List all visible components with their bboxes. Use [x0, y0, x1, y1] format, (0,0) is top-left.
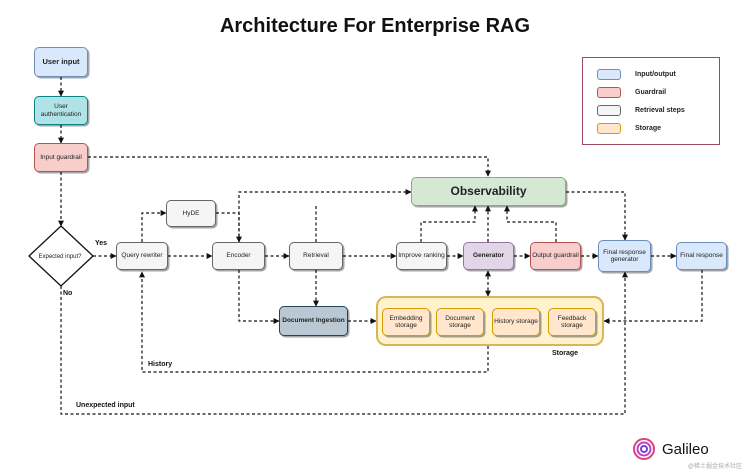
edge-queryrewriter-hyde [141, 210, 167, 242]
legend-label-retrieval: Retrieval steps [635, 107, 685, 114]
legend-swatch-retrieval [597, 105, 621, 116]
edge-guardrail-observability [88, 156, 491, 177]
edge-history [139, 271, 489, 373]
expected-input-diamond-shape [28, 225, 94, 287]
node-user-input: User input [34, 47, 88, 77]
legend-item-storage: Storage [597, 123, 661, 134]
node-history-storage: History storage [492, 308, 540, 336]
node-document-storage: Document storage [436, 308, 484, 336]
legend-label-io: Input/output [635, 71, 676, 78]
node-user-authentication: User authentication [34, 96, 88, 125]
label-yes: Yes [95, 240, 108, 247]
node-feedback-storage: Feedback storage [548, 308, 596, 336]
label-storage: Storage [552, 350, 579, 357]
label-no: No [63, 290, 73, 297]
node-generator: Generator [463, 242, 514, 270]
edge-outputguardrail-observability [504, 205, 557, 242]
galileo-logo-text: Galileo [662, 440, 709, 458]
node-document-ingestion: Document Ingestion [279, 306, 348, 336]
edge-observability-frg [566, 191, 628, 241]
node-expected-input: Expected input? [28, 226, 92, 290]
watermark: @稀土掘金技术社区 [687, 464, 742, 470]
legend-swatch-guardrail [597, 87, 621, 98]
node-hyde: HyDE [166, 200, 216, 227]
legend-swatch-io [597, 69, 621, 80]
edge-unexpected [60, 271, 628, 415]
node-retrieval: Retrieval [289, 242, 343, 270]
node-final-response: Final response [676, 242, 727, 270]
galileo-logo-icon [633, 438, 655, 460]
edge-encoder-docingestion [238, 270, 280, 324]
node-input-guardrail: Input guardrail [34, 143, 88, 172]
edge-final-storage [603, 270, 703, 324]
node-encoder: Encoder [212, 242, 265, 270]
legend-item-io: Input/output [597, 69, 676, 80]
label-unexpected-input: Unexpected input [76, 402, 135, 409]
galileo-logo: Galileo [632, 437, 709, 461]
node-embedding-storage: Embedding storage [382, 308, 430, 336]
edge-hyde-encoder [216, 212, 242, 243]
legend-item-retrieval: Retrieval steps [597, 105, 685, 116]
expected-input-label: Expected input? [38, 254, 82, 261]
node-query-rewriter: Query rewriter [116, 242, 168, 270]
page-title: Architecture For Enterprise RAG [219, 15, 531, 37]
edge-ranking-observability [420, 205, 478, 242]
node-output-guardrail: Output guardrail [530, 242, 581, 270]
legend: Input/output Guardrail Retrieval steps S… [582, 57, 720, 145]
legend-swatch-storage [597, 123, 621, 134]
node-observability: Observability [411, 177, 566, 206]
node-final-response-generator: Final response generator [598, 240, 651, 272]
legend-item-guardrail: Guardrail [597, 87, 666, 98]
edge-encoder-observability [238, 189, 412, 242]
node-improve-ranking: Improve ranking [396, 242, 447, 270]
legend-label-guardrail: Guardrail [635, 89, 667, 96]
legend-label-storage: Storage [635, 125, 662, 132]
label-history: History [148, 361, 173, 368]
